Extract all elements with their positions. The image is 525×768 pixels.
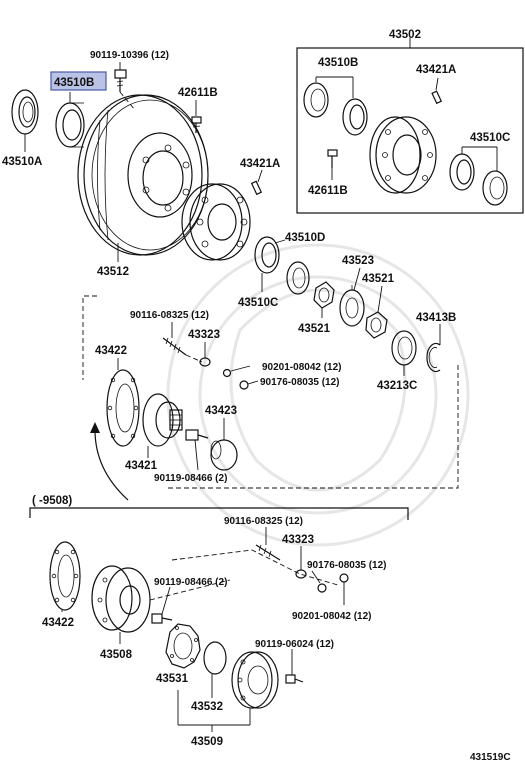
hub-cover-43509 [231, 651, 279, 709]
label-90119-06024[interactable]: 90119-06024 (12) [255, 639, 334, 650]
nut-43521-a [313, 281, 335, 309]
label-43510C[interactable]: 43510C [238, 297, 278, 309]
label-43421A-main[interactable]: 43421A [240, 158, 280, 170]
label-90116-08325-b[interactable]: 90116-08325 (12) [224, 516, 303, 527]
label-43213C[interactable]: 43213C [377, 380, 417, 392]
label-90119-08466-a[interactable]: 90119-08466 (2) [154, 473, 227, 484]
nut-90176-b [317, 583, 327, 593]
label-43323-a[interactable]: 43323 [188, 329, 220, 341]
bearing-43510B [55, 102, 85, 148]
label-90119-10396: 90119-10396 (12) [90, 50, 169, 61]
label-43422-b[interactable]: 43422 [42, 617, 74, 629]
highlight-43510B [50, 71, 107, 91]
hub-bolt [114, 69, 127, 92]
label-43510A[interactable]: 43510A [2, 156, 42, 168]
front-axle-hub [181, 183, 251, 261]
stud-42611B [191, 116, 202, 133]
label-43509[interactable]: 43509 [191, 736, 223, 748]
snap-ring-43413B [426, 342, 441, 373]
nut-43521-b [365, 311, 388, 339]
label-range: ( -9508) [32, 495, 72, 507]
assembly-arrow [90, 422, 129, 501]
washer-43510C [286, 261, 310, 295]
label-43510D[interactable]: 43510D [285, 232, 325, 244]
label-43421A-inset[interactable]: 43421A [416, 64, 456, 76]
label-43532[interactable]: 43532 [191, 701, 223, 713]
inset-bearing-set [303, 82, 368, 136]
bolt-90119-08466-b [151, 613, 173, 624]
o-ring-43532 [203, 641, 227, 675]
drive-flange-43421 [142, 393, 183, 447]
washer-90201-b [339, 573, 349, 583]
stud-90116-b [255, 544, 281, 561]
label-90119-08466-b[interactable]: 90119-08466 (2) [154, 577, 227, 588]
label-90176-08035-b[interactable]: 90176-08035 (12) [307, 560, 387, 571]
label-43323-b[interactable]: 43323 [282, 534, 314, 546]
label-43510B-main[interactable]: 43510B [54, 77, 94, 89]
label-43510C-inset[interactable]: 43510C [470, 132, 510, 144]
pin-43421A [250, 180, 263, 196]
figure-id: 431519C [470, 752, 511, 763]
label-90201-08042-a[interactable]: 90201-08042 (12) [262, 362, 342, 373]
range-bracket [29, 507, 409, 520]
inset-stud [327, 149, 338, 168]
hub-body-43508 [91, 565, 151, 633]
stud-90116-a [162, 337, 187, 356]
label-43423[interactable]: 43423 [205, 405, 237, 417]
label-43510B-inset[interactable]: 43510B [318, 57, 358, 69]
label-43413B[interactable]: 43413B [416, 312, 456, 324]
cone-43323-b [295, 569, 307, 579]
label-43502[interactable]: 43502 [389, 29, 421, 41]
bearing-43510D [254, 236, 280, 274]
label-43521-b[interactable]: 43521 [298, 323, 331, 335]
bolt-90119-06024 [285, 674, 304, 684]
label-43523[interactable]: 43523 [342, 255, 374, 267]
inset-pin [431, 90, 443, 105]
inset-hub [369, 116, 437, 194]
brake-rotor-43512 [77, 94, 209, 256]
nut-90176-a [239, 380, 249, 390]
label-43531[interactable]: 43531 [156, 673, 189, 685]
label-90176-08035-a[interactable]: 90176-08035 (12) [260, 377, 340, 388]
label-42611B-main[interactable]: 42611B [178, 87, 218, 99]
label-42611B-inset[interactable]: 42611B [308, 185, 348, 197]
bracket-43509 [177, 674, 251, 732]
lock-washer-43523 [339, 285, 365, 327]
inset-bearing-right [449, 153, 508, 206]
label-43422-a[interactable]: 43422 [95, 345, 127, 357]
label-90116-08325-a[interactable]: 90116-08325 (12) [130, 310, 209, 321]
label-43512[interactable]: 43512 [97, 266, 129, 278]
bolt-90119-08466-a [185, 429, 209, 441]
label-43421[interactable]: 43421 [125, 460, 158, 472]
watermark [166, 243, 470, 547]
oil-seal-43510A [11, 89, 39, 135]
label-43508[interactable]: 43508 [100, 649, 133, 661]
gasket-43422-a [106, 369, 140, 447]
label-90201-08042-b[interactable]: 90201-08042 (12) [292, 611, 372, 622]
gasket-43422-b [49, 541, 81, 611]
label-43521-a[interactable]: 43521 [362, 273, 395, 285]
free-wheel-ring-43531 [165, 623, 201, 669]
washer-90201-a [222, 368, 232, 378]
